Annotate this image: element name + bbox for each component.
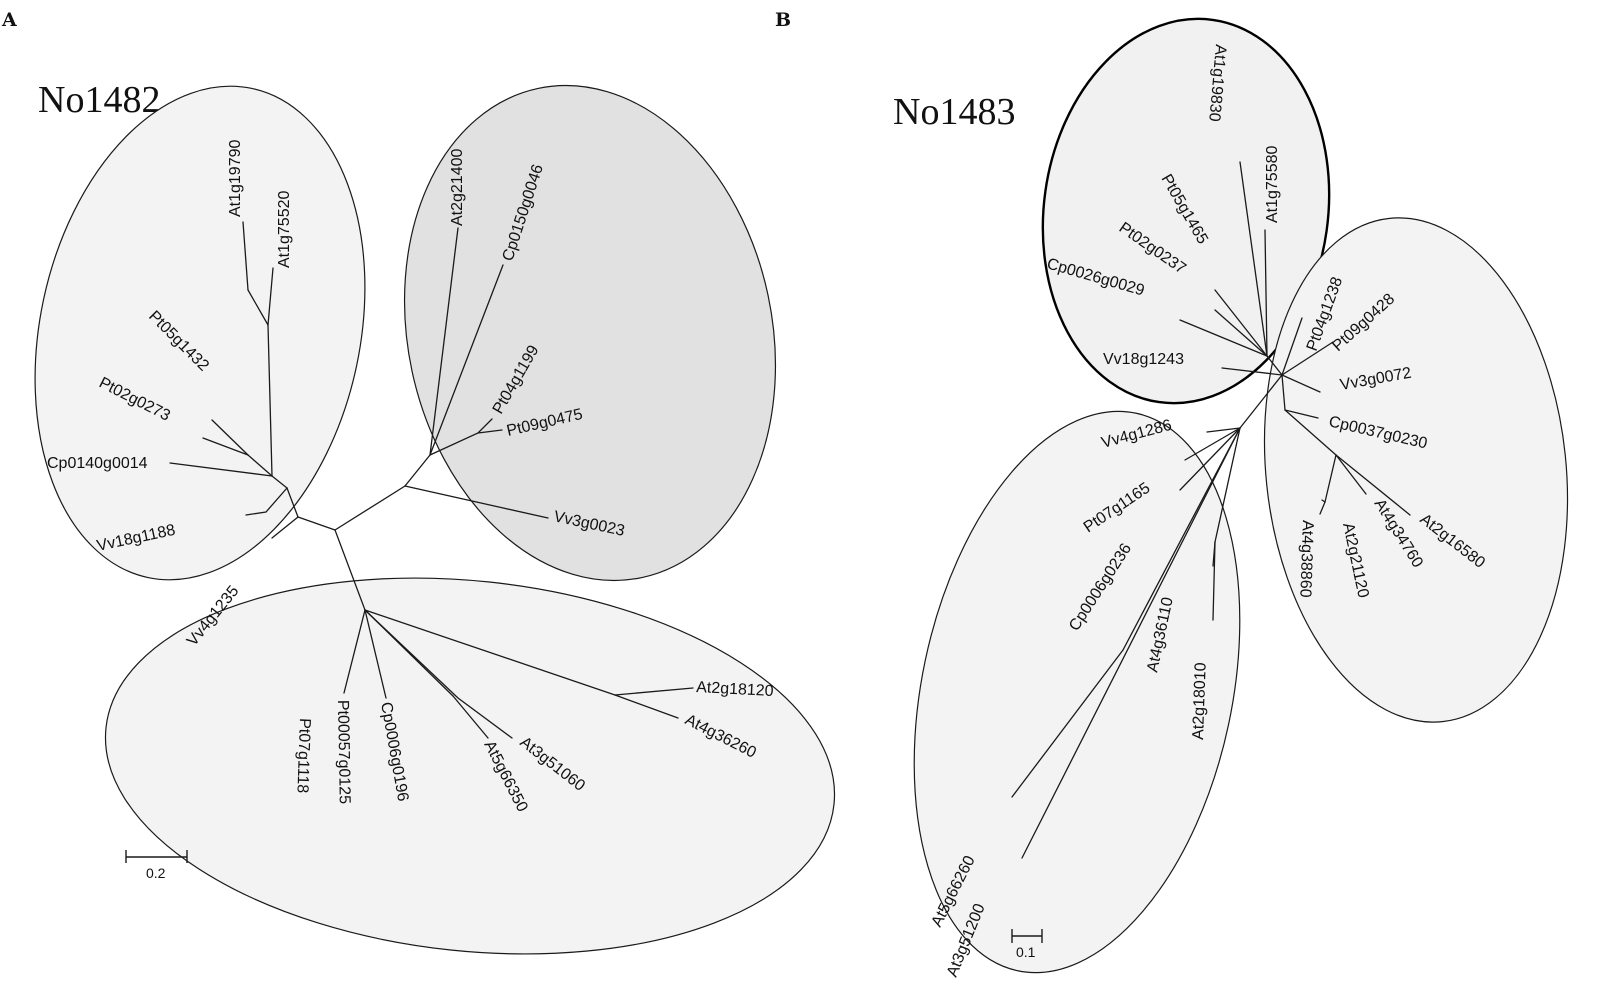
panel-b: B No1483 [775,9,1569,979]
leaf-label-at4g38860: At4g38860 [1296,520,1316,598]
panel-b-letter: B [775,9,791,31]
tree-b-branches [1011,161,1411,859]
leaf-label-vv18g1243: Vv18g1243 [1103,351,1184,368]
leaf-label-cp0140g0014: Cp0140g0014 [47,455,148,472]
clade-a-2 [403,84,777,582]
leaf-label-at1g19790: At1g19790 [227,139,244,217]
clade-a-1 [34,85,366,581]
scale-bar-a-label: 0.2 [146,865,166,881]
leaf-label-at2g18010: At2g18010 [1190,662,1210,740]
clade-a-3 [104,577,836,955]
clade-b-1 [1041,17,1331,405]
scale-bar-b: 0.1 [1011,929,1043,960]
panel-b-title: No1483 [893,91,1015,133]
leaf-label-pt07g1118: Pt07g1118 [293,718,313,794]
leaf-label-at1g75580: At1g75580 [1264,145,1281,223]
leaf-label-at2g18120: At2g18120 [696,679,774,700]
tree-a-branches [169,221,694,739]
scale-bar-a: 0.2 [125,850,188,881]
clade-b-2 [1263,217,1569,723]
scale-bar-b-label: 0.1 [1016,944,1036,960]
leaf-label-at2g21400: At2g21400 [449,148,466,226]
panel-a-letter: A [1,9,17,31]
leaf-label-pt00057g0125: Pt00057g0125 [334,700,353,804]
panel-a-title: No1482 [38,79,160,121]
clade-b-3 [913,410,1241,974]
leaf-label-at1g75520: At1g75520 [276,190,293,268]
panel-a: A No1482 [1,9,836,955]
leaf-label-at1g19830: At1g19830 [1205,44,1229,123]
